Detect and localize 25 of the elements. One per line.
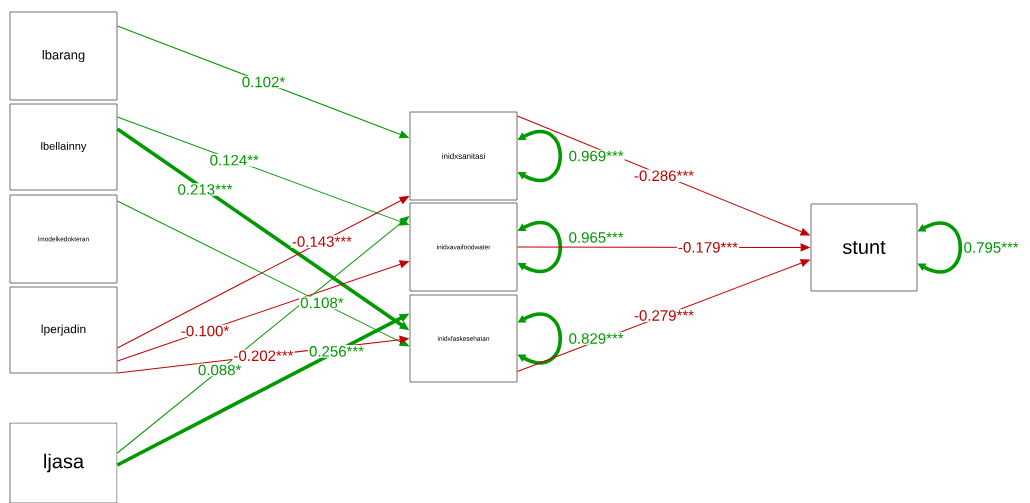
variable-box: inidxsanitasi xyxy=(409,111,518,201)
edge-label: 0.829*** xyxy=(567,332,625,345)
variable-box: lbarang xyxy=(9,11,118,101)
edge-label: -0.143*** xyxy=(290,235,353,248)
edge-label: -0.202*** xyxy=(232,349,295,363)
edge-label: 0.795*** xyxy=(962,241,1020,254)
variable-box: stunt xyxy=(810,203,918,292)
edge-label: 0.256*** xyxy=(308,345,366,358)
edge-label: 0.969*** xyxy=(567,149,625,163)
edge-label: 0.108* xyxy=(299,296,345,310)
edge-label: 0.213*** xyxy=(176,183,234,196)
path-arrow xyxy=(116,260,409,362)
path-arrow xyxy=(116,216,410,454)
edge-label: -0.100* xyxy=(179,324,231,338)
edge-label: 0.102* xyxy=(240,75,287,89)
edge-label: -0.286*** xyxy=(633,169,696,183)
variable-box: lperjadin xyxy=(9,286,118,374)
edge-label: 0.124** xyxy=(208,153,260,167)
edge-label: 0.088* xyxy=(197,363,243,377)
path-arrow xyxy=(116,25,409,139)
variable-box: ljasa xyxy=(9,422,118,503)
edge-label: -0.279*** xyxy=(633,309,696,322)
edge-label: 0.965*** xyxy=(567,231,625,244)
edge-label: -0.179*** xyxy=(676,241,739,254)
variable-box: lbellainny xyxy=(9,103,118,191)
